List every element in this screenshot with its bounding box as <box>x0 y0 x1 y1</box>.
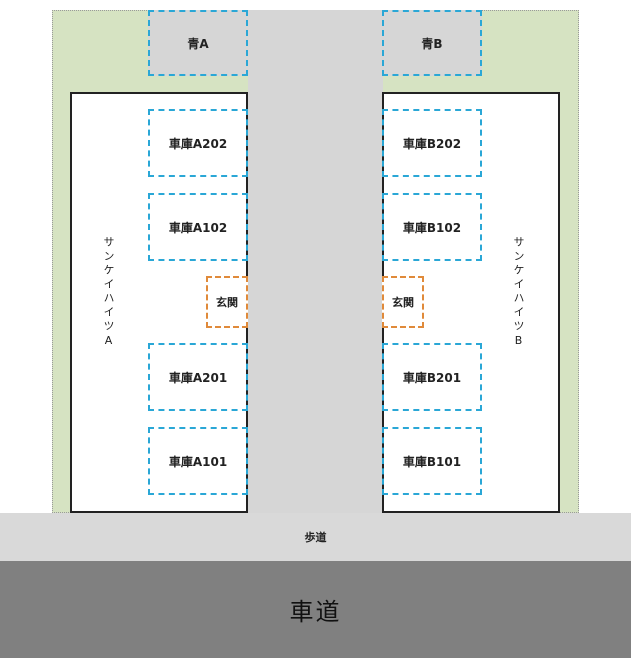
garage-b201[interactable]: 車庫B201 <box>382 343 482 411</box>
sidewalk-label: 歩道 <box>304 531 327 544</box>
garage-label: 車庫A202 <box>168 136 228 151</box>
garage-label: 車庫A102 <box>168 220 228 235</box>
road: 車道 <box>0 561 631 658</box>
entrance-a[interactable]: 玄関 <box>206 276 248 328</box>
garage-label: 車庫B102 <box>402 220 462 235</box>
parking-space-label: 青B <box>421 36 443 51</box>
building-a-name: サンケイハイツA <box>102 236 115 350</box>
garage-b101[interactable]: 車庫B101 <box>382 427 482 495</box>
garage-a102[interactable]: 車庫A102 <box>148 193 248 261</box>
garage-label: 車庫A101 <box>168 454 228 469</box>
road-label: 車道 <box>289 598 342 626</box>
entrance-label: 玄関 <box>392 296 414 309</box>
garage-label: 車庫A201 <box>168 370 228 385</box>
sidewalk: 歩道 <box>0 513 631 561</box>
entrance-label: 玄関 <box>216 296 238 309</box>
garage-a101[interactable]: 車庫A101 <box>148 427 248 495</box>
parking-space-a-top[interactable]: 青A <box>148 10 248 76</box>
parking-space-label: 青A <box>187 36 209 51</box>
garage-label: 車庫B101 <box>402 454 462 469</box>
garage-b102[interactable]: 車庫B102 <box>382 193 482 261</box>
garage-a202[interactable]: 車庫A202 <box>148 109 248 177</box>
center-driveway <box>248 10 383 513</box>
building-b-name: サンケイハイツB <box>512 236 525 350</box>
garage-a201[interactable]: 車庫A201 <box>148 343 248 411</box>
parking-space-b-top[interactable]: 青B <box>382 10 482 76</box>
garage-label: 車庫B201 <box>402 370 462 385</box>
garage-label: 車庫B202 <box>402 136 462 151</box>
entrance-b[interactable]: 玄関 <box>382 276 424 328</box>
garage-b202[interactable]: 車庫B202 <box>382 109 482 177</box>
